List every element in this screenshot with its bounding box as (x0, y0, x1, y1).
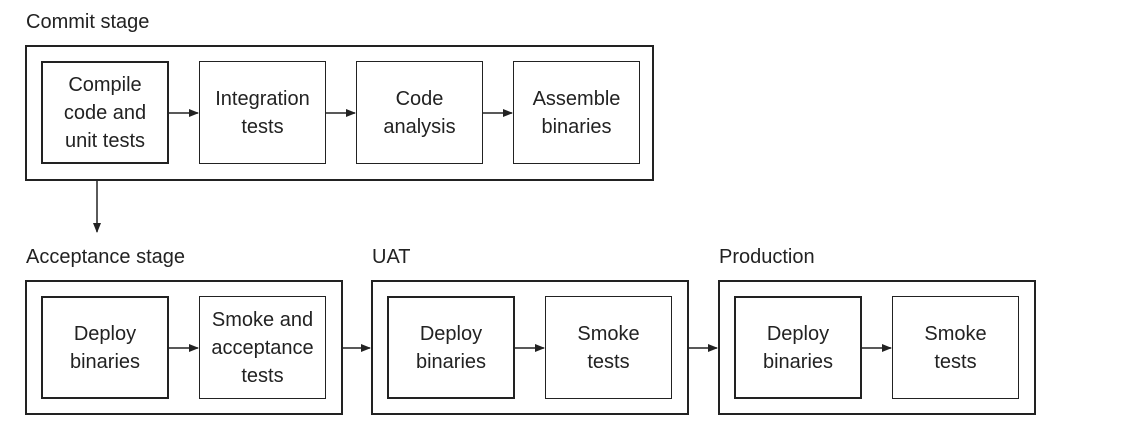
step-deploy-binaries-uat: Deploy binaries (387, 296, 515, 399)
step-smoke-and-acceptance-tests: Smoke and acceptance tests (199, 296, 326, 399)
step-smoke-tests-uat: Smoke tests (545, 296, 672, 399)
acceptance-stage-label: Acceptance stage (26, 246, 185, 268)
step-label: Deploy binaries (69, 322, 141, 373)
step-label: Code analysis (383, 87, 456, 138)
step-deploy-binaries-acceptance: Deploy binaries (41, 296, 169, 399)
step-label: Deploy binaries (415, 322, 487, 373)
step-label: Smoke tests (924, 322, 987, 373)
step-code-analysis: Code analysis (356, 61, 483, 164)
step-label: Integration tests (215, 87, 310, 138)
step-integration-tests: Integration tests (199, 61, 326, 164)
step-compile-and-unit-tests: Compile code and unit tests (41, 61, 169, 164)
production-stage-label: Production (719, 246, 815, 268)
step-label: Assemble binaries (532, 87, 621, 138)
uat-stage-label: UAT (372, 246, 411, 268)
step-label: Smoke and acceptance tests (211, 308, 314, 387)
step-label: Smoke tests (577, 322, 640, 373)
step-smoke-tests-production: Smoke tests (892, 296, 1019, 399)
step-assemble-binaries: Assemble binaries (513, 61, 640, 164)
step-label: Deploy binaries (762, 322, 834, 373)
step-deploy-binaries-production: Deploy binaries (734, 296, 862, 399)
step-label: Compile code and unit tests (63, 73, 147, 152)
commit-stage-label: Commit stage (26, 11, 150, 33)
